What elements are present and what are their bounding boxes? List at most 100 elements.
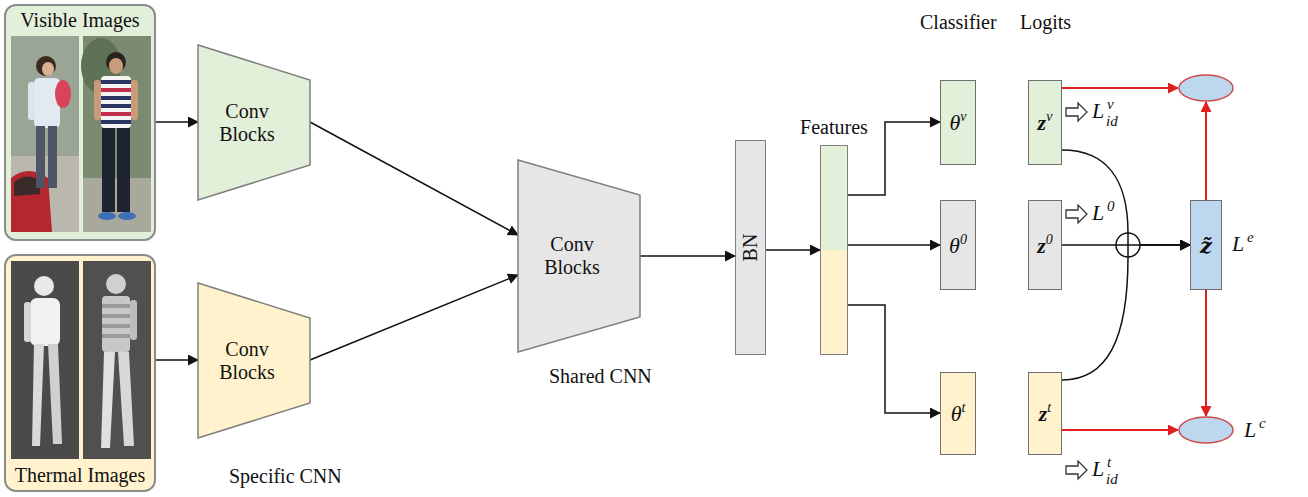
connector-arrow: [1062, 245, 1190, 380]
math-superscript: t: [961, 400, 965, 415]
classifier-box: θt: [940, 372, 976, 455]
math-letter: θ: [949, 233, 960, 258]
visible-photo: [102, 128, 115, 212]
loss-pointer-arrow: [1066, 103, 1087, 479]
thermal-photo: [102, 324, 130, 328]
thermal-photos: [6, 256, 154, 490]
logit-box: zv: [1028, 80, 1062, 165]
logit-box: zt: [1028, 372, 1062, 455]
visible-photo: [34, 78, 60, 128]
sum-symbol: [1116, 233, 1140, 257]
bar-label: BN: [739, 234, 762, 262]
label-anchor: L: [1092, 202, 1104, 224]
loss-superscript: t: [1107, 454, 1111, 470]
loss-pointer-arrow: [1066, 103, 1087, 121]
visible-photo: [94, 80, 101, 120]
thermal-photo: [11, 261, 79, 459]
connector-arrow: [766, 249, 820, 251]
visible-photo: [55, 80, 71, 108]
math-symbol: zv: [1038, 109, 1053, 136]
thermal-photo: [83, 261, 151, 459]
visible-photo: [98, 212, 116, 220]
batch-norm-bar: BN: [735, 140, 766, 355]
connector-arrow: [640, 255, 735, 257]
loss-ellipse: [1179, 75, 1233, 443]
visible-photo: [101, 120, 131, 124]
visible-photo: [101, 104, 131, 108]
math-superscript: v: [960, 109, 966, 124]
connector-arrow: [848, 244, 940, 246]
conv-block: Conv Blocks: [198, 45, 310, 200]
feature-bar: Features: [820, 145, 848, 355]
math-superscript: 0: [1046, 232, 1053, 247]
visible-photo: [101, 76, 131, 128]
thermal-photo: [32, 344, 44, 446]
label-anchor: L: [1092, 458, 1104, 480]
loss-symbol: L: [1244, 417, 1256, 442]
column-label: Classifier: [920, 11, 997, 33]
label-anchor: 0: [1107, 197, 1115, 215]
thermal-photo: [130, 300, 137, 340]
label-anchor: L: [1244, 419, 1256, 441]
visible-photo: [28, 82, 35, 120]
label-anchor: v: [1107, 95, 1114, 113]
block-label: Conv Blocks: [215, 338, 279, 384]
loss-ellipse: [1179, 417, 1233, 443]
visible-photo: [36, 126, 45, 188]
label-anchor: Logits: [1020, 12, 1071, 33]
label-anchor: L: [1232, 233, 1244, 255]
conv-block: Conv Blocks: [518, 160, 640, 352]
label-anchor: id: [1106, 112, 1118, 130]
label-anchor: t: [1107, 453, 1111, 471]
thermal-photo: [48, 344, 62, 444]
thermal-photo: [24, 302, 31, 342]
connector-arrow: [156, 121, 198, 123]
loss-subscript: id: [1106, 113, 1118, 129]
math-symbol: z0: [1037, 232, 1053, 259]
math-superscript: 0: [960, 232, 967, 247]
math-superscript: t: [1047, 400, 1051, 415]
image-group: Visible Images: [4, 4, 156, 241]
visible-photo: [11, 171, 52, 232]
label-anchor: c: [1259, 414, 1266, 432]
thermal-photo: [118, 352, 134, 446]
math-symbol: θ0: [949, 232, 967, 259]
math-letter: z: [1038, 110, 1047, 135]
group-heading: Thermal Images: [15, 461, 146, 490]
connector-arrow: [848, 305, 940, 413]
thermal-photo: [34, 276, 54, 296]
math-symbol: θt: [951, 400, 966, 427]
connector-arrow: [1062, 150, 1190, 245]
math-symbol: z̃: [1200, 233, 1212, 258]
visible-photos: [6, 6, 154, 239]
connector-arrow: [310, 122, 518, 235]
loss-pointer-arrow: [1066, 205, 1087, 223]
sum-symbol: [1116, 233, 1140, 257]
visible-photo: [11, 36, 79, 232]
feature-heading: Features: [784, 116, 884, 139]
visible-photo: [36, 56, 56, 76]
math-letter: z: [1039, 401, 1048, 426]
image-group: Thermal Images: [4, 254, 156, 492]
math-letter: z: [1037, 233, 1046, 258]
group-heading: Visible Images: [20, 6, 139, 35]
visible-photo: [101, 88, 131, 92]
consistency-arrow: [1205, 290, 1207, 416]
label-anchor: Specific CNN: [229, 466, 342, 487]
loss-symbol: L: [1092, 456, 1104, 481]
connector-arrow: [156, 359, 198, 361]
loss-symbol: L: [1092, 98, 1104, 123]
classifier-box: θ0: [940, 200, 976, 290]
thermal-photo: [11, 261, 79, 459]
stage-label: Specific CNN: [229, 465, 342, 487]
visible-photo: [118, 212, 136, 220]
thermal-photo: [102, 304, 130, 308]
visible-photo: [42, 62, 54, 76]
block-label: Conv Blocks: [215, 100, 279, 146]
math-symbol: zt: [1039, 400, 1051, 427]
loss-pointer-arrow: [1066, 461, 1087, 479]
loss-ellipse: [1179, 75, 1233, 101]
classifier-box: θv: [940, 80, 976, 165]
